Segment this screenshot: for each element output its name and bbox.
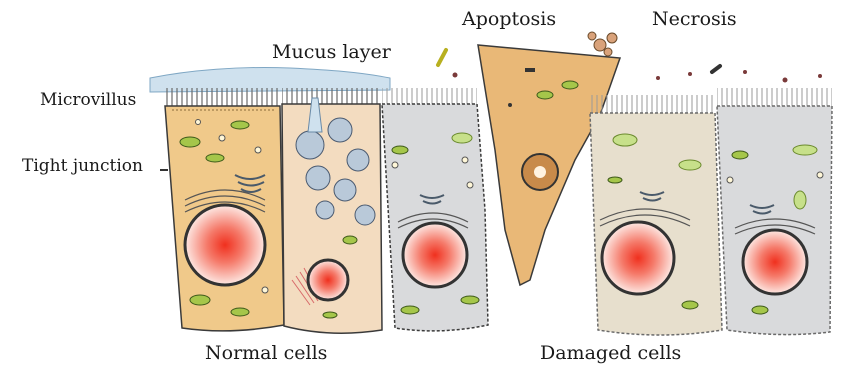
nucleus-icon bbox=[308, 260, 348, 300]
label-microvillus: Microvillus bbox=[40, 92, 136, 109]
nucleus-icon bbox=[602, 222, 674, 294]
damaged-cell-2 bbox=[717, 88, 832, 335]
apoptotic-body-icon bbox=[588, 32, 617, 56]
label-damaged-cells: Damaged cells bbox=[540, 344, 681, 363]
label-mucus-layer: Mucus layer bbox=[272, 43, 391, 62]
label-necrosis: Necrosis bbox=[652, 10, 737, 29]
normal-cell-1 bbox=[160, 88, 284, 331]
label-tight-junction: Tight junction bbox=[22, 158, 143, 175]
label-apoptosis: Apoptosis bbox=[462, 10, 556, 29]
label-normal-cells: Normal cells bbox=[205, 344, 327, 363]
nucleus-icon bbox=[185, 205, 265, 285]
goblet-cell bbox=[282, 88, 382, 333]
nucleus-icon bbox=[403, 223, 467, 287]
pale-normal-cell bbox=[382, 88, 488, 331]
nucleus-icon bbox=[743, 230, 807, 294]
damaged-cell-1 bbox=[590, 66, 722, 335]
